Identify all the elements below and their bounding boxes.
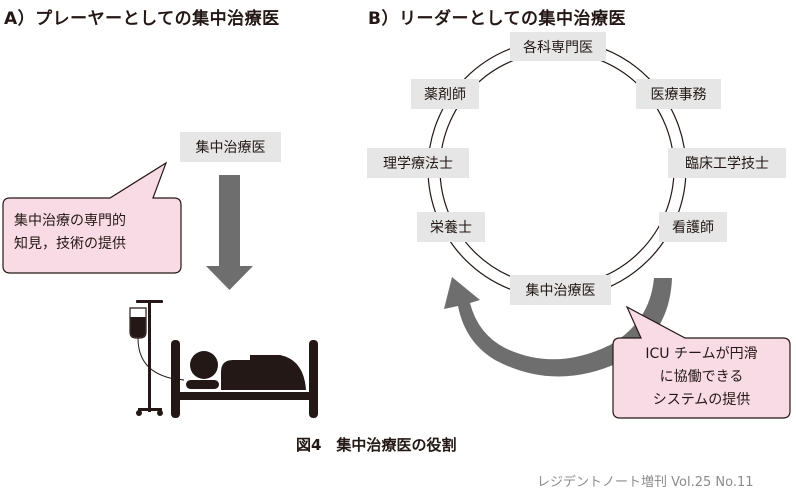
ring-label-dietitian: 栄養士 <box>417 212 485 242</box>
ring-label-specialists: 各科専門医 <box>510 32 606 61</box>
bubble-a-line-1: 集中治療の専門的 <box>14 213 126 229</box>
down-arrow <box>206 175 253 290</box>
ring-label-medical-clerk: 医療事務 <box>636 79 721 109</box>
ring-label-intensivist: 集中治療医 <box>510 275 611 305</box>
ring-label-physical-therapist: 理学療法士 <box>367 148 469 178</box>
patient-in-bed-icon <box>129 300 318 418</box>
speech-bubble-b <box>612 305 791 419</box>
ring-label-nurse: 看護師 <box>659 212 727 242</box>
ring-label-clinical-engineer: 臨床工学技士 <box>668 148 786 178</box>
panel-b-heading: B）リーダーとしての集中治療医 <box>368 9 626 29</box>
bubble-b-line-2: に協働できる <box>659 369 744 385</box>
panel-a-heading: A）プレーヤーとしての集中治療医 <box>4 9 280 29</box>
bubble-b-line-3: システムの提供 <box>652 392 751 408</box>
ring-label-pharmacist: 薬剤師 <box>411 79 479 109</box>
bubble-a-text: 集中治療の専門的 知見，技術の提供 <box>14 210 126 256</box>
bubble-b-text: ICU チームが円滑 に協働できる システムの提供 <box>613 343 790 412</box>
speech-bubble-a <box>2 161 182 274</box>
publication-credit: レジデントノート増刊 Vol.25 No.11 <box>537 475 754 490</box>
bubble-a-line-2: 知見，技術の提供 <box>14 236 126 252</box>
figure-caption: 図4 集中治療医の役割 <box>296 436 457 454</box>
bubble-b-line-1: ICU チームが円滑 <box>645 346 758 362</box>
doctor-label: 集中治療医 <box>180 132 281 162</box>
